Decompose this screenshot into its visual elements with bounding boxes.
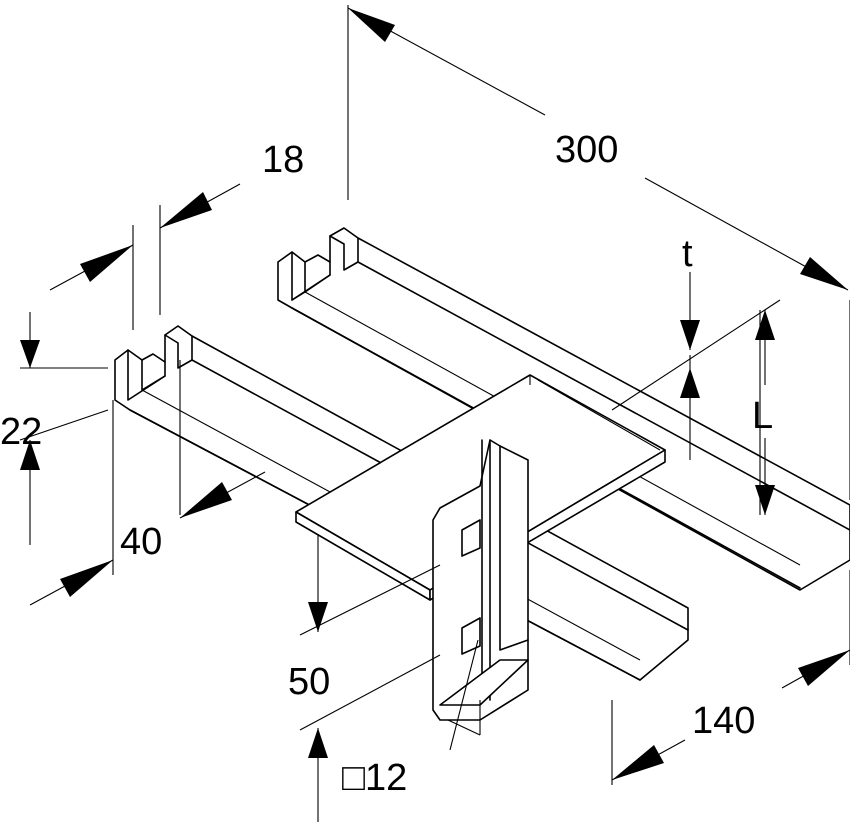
dim-22-label: 22 bbox=[0, 411, 42, 453]
extension-lines bbox=[19, 5, 850, 785]
dim-L-label: L bbox=[752, 395, 773, 437]
dimension-labels: 300 18 22 40 50 140 t L □12 bbox=[0, 129, 773, 799]
dim-18-label: 18 bbox=[262, 139, 304, 181]
dim-square-12-label: □12 bbox=[342, 757, 407, 799]
vertical-clamp bbox=[432, 439, 529, 736]
dim-50-label: 50 bbox=[288, 661, 330, 703]
dim-140-label: 140 bbox=[692, 700, 755, 742]
dim-t-label: t bbox=[682, 233, 693, 275]
dim-40-label: 40 bbox=[120, 521, 162, 563]
dimension-lines bbox=[20, 7, 850, 822]
dim-300-label: 300 bbox=[555, 129, 618, 171]
